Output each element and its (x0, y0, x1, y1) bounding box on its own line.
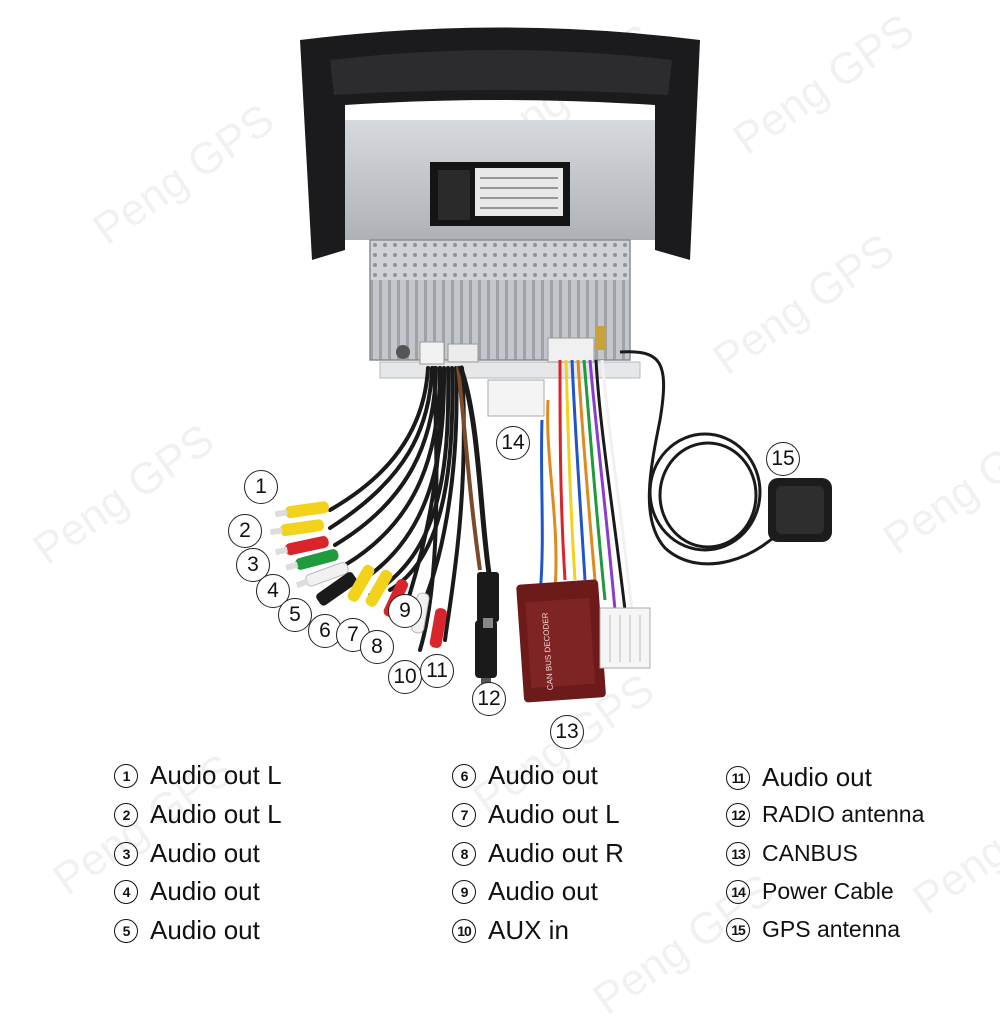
callout-13: 13 (550, 715, 584, 749)
legend-item: 12 RADIO antenna (726, 801, 924, 828)
callout-11: 11 (420, 654, 454, 688)
legend-item: 9 Audio out (452, 876, 598, 907)
legend-item: 2 Audio out L (114, 799, 282, 830)
gps-antenna-cable (619, 350, 792, 566)
callout-10: 10 (388, 660, 422, 694)
legend-item: 5 Audio out (114, 915, 260, 946)
legend-number-icon: 4 (114, 879, 138, 904)
legend-label: CANBUS (762, 840, 858, 866)
legend-number-icon: 13 (726, 841, 750, 866)
legend-label: Audio out (150, 876, 260, 906)
gps-antenna-puck (768, 478, 832, 542)
legend-item: 8 Audio out R (452, 838, 624, 869)
legend-number-icon: 14 (726, 879, 750, 904)
legend-number-icon: 10 (452, 918, 476, 943)
legend-item: 13 CANBUS (726, 840, 858, 867)
legend-number-icon: 12 (726, 802, 750, 827)
callout-15: 15 (766, 442, 800, 476)
legend-item: 15 GPS antenna (726, 916, 900, 943)
legend-label: Power Cable (762, 878, 894, 904)
callout-12: 12 (472, 682, 506, 716)
legend-number-icon: 11 (726, 765, 750, 790)
legend-number-icon: 3 (114, 841, 138, 866)
legend-item: 14 Power Cable (726, 878, 894, 905)
antenna-and-usb-connectors (475, 572, 499, 692)
power-harness (538, 359, 634, 613)
harness-connectors (599, 607, 651, 669)
legend-number-icon: 15 (726, 917, 750, 942)
legend-number-icon: 9 (452, 879, 476, 904)
legend-label: Audio out (150, 915, 260, 945)
legend-label: Audio out (762, 762, 872, 792)
legend-item: 10 AUX in (452, 915, 569, 946)
legend-item: 4 Audio out (114, 876, 260, 907)
product-illustration: CAN BUS DECODER (269, 27, 832, 703)
canbus-decoder-box (516, 579, 606, 703)
legend-label: Audio out (488, 876, 598, 906)
legend-item: 11 Audio out (726, 762, 872, 793)
legend-number-icon: 5 (114, 918, 138, 943)
legend-number-icon: 2 (114, 802, 138, 827)
callout-9: 9 (388, 594, 422, 628)
chassis-top (345, 120, 655, 240)
callout-5: 5 (278, 598, 312, 632)
legend-label: RADIO antenna (762, 801, 925, 827)
legend-label: GPS antenna (762, 916, 901, 942)
callout-14: 14 (496, 426, 530, 460)
legend-item: 3 Audio out (114, 838, 260, 869)
chassis-rear (369, 239, 641, 379)
power-plug (487, 379, 545, 417)
legend-number-icon: 7 (452, 802, 476, 827)
legend-label: Audio out (150, 838, 260, 868)
legend-item: 6 Audio out (452, 760, 598, 791)
callout-2: 2 (228, 514, 262, 548)
audio-cables (328, 366, 466, 652)
legend-label: Audio out R (488, 838, 624, 868)
legend-label: Audio out L (488, 799, 620, 829)
legend-item: 1 Audio out L (114, 760, 282, 791)
callout-1: 1 (244, 470, 278, 504)
legend-label: Audio out L (150, 760, 282, 790)
legend-number-icon: 8 (452, 841, 476, 866)
legend-number-icon: 1 (114, 763, 138, 788)
product-figure: Peng GPS Peng GPS Peng GPS Peng GPS Peng… (24, 5, 1000, 1024)
legend-label: AUX in (488, 915, 569, 945)
head-unit-frame (300, 27, 700, 260)
legend-label: Audio out (488, 760, 598, 790)
legend-label: Audio out L (150, 799, 282, 829)
legend-number-icon: 6 (452, 763, 476, 788)
legend-item: 7 Audio out L (452, 799, 620, 830)
callout-8: 8 (360, 630, 394, 664)
